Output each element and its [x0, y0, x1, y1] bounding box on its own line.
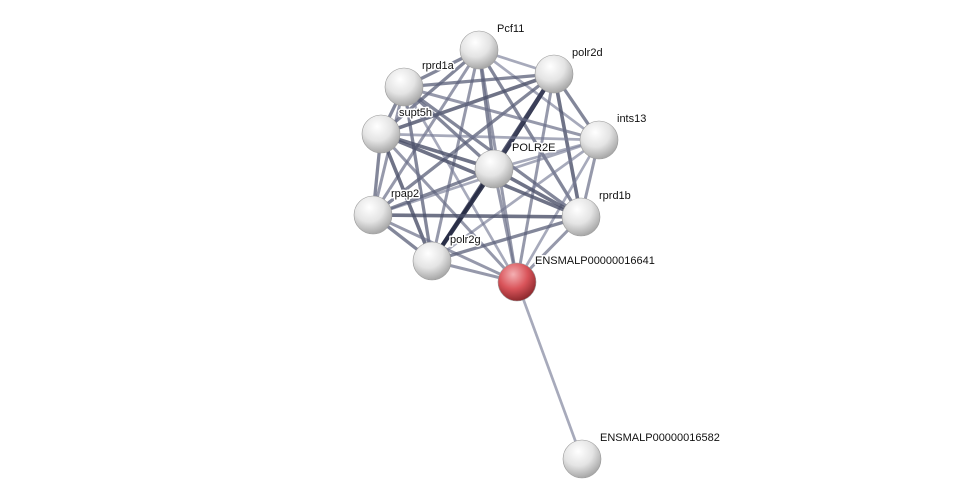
edge-supt5h-polr2e[interactable] — [380, 132, 495, 171]
node-label: ints13 — [617, 113, 646, 125]
node-label: ENSMALP00000016582 — [600, 432, 720, 444]
edge-rprd1a-q641[interactable] — [402, 86, 519, 283]
node-supt5h[interactable]: supt5h — [361, 106, 434, 154]
node-q641[interactable]: ENSMALP00000016641 — [497, 254, 656, 302]
node-sphere[interactable] — [534, 54, 574, 94]
node-rpap2[interactable]: rpap2 — [353, 187, 421, 235]
node-q582[interactable]: ENSMALP00000016582 — [562, 431, 721, 479]
node-label: polr2d — [572, 47, 603, 59]
node-rprd1b[interactable]: rprd1b — [561, 189, 632, 237]
node-sphere[interactable] — [353, 195, 393, 235]
node-label: supt5h — [399, 107, 432, 119]
edge-ints13-supt5h[interactable] — [380, 132, 600, 142]
edge-pcf11-rpap2[interactable] — [371, 49, 481, 216]
node-sphere[interactable] — [474, 149, 514, 189]
node-label: rpap2 — [391, 188, 419, 200]
node-sphere[interactable] — [412, 241, 452, 281]
node-label: POLR2E — [512, 142, 555, 154]
node-label: polr2g — [450, 234, 481, 246]
edge-rpap2-rprd1b[interactable] — [372, 213, 582, 219]
node-sphere[interactable] — [561, 197, 601, 237]
node-sphere[interactable] — [384, 67, 424, 107]
edge-polr2e-rpap2[interactable] — [372, 167, 495, 217]
edge-ints13-polr2g[interactable] — [431, 138, 600, 263]
edge-q641-q582[interactable] — [515, 281, 584, 460]
node-sphere[interactable] — [562, 439, 602, 479]
node-polr2e[interactable]: POLR2E — [474, 141, 557, 189]
node-label: Pcf11 — [497, 23, 524, 35]
node-label: rprd1b — [599, 190, 631, 202]
node-sphere[interactable] — [459, 30, 499, 70]
node-ints13[interactable]: ints13 — [579, 112, 648, 160]
node-pcf11[interactable]: Pcf11 — [459, 22, 526, 70]
edge-polr2d-rprd1a[interactable] — [403, 72, 555, 89]
edge-ints13-q641[interactable] — [515, 139, 601, 283]
edge-supt5h-q641[interactable] — [379, 132, 519, 284]
edge-rprd1b-polr2g[interactable] — [431, 215, 582, 263]
node-polr2d[interactable]: polr2d — [534, 46, 604, 94]
node-sphere[interactable] — [361, 114, 401, 154]
node-polr2g[interactable]: polr2g — [412, 233, 482, 281]
edge-rprd1a-ints13[interactable] — [403, 85, 600, 142]
node-label: rprd1a — [422, 60, 455, 72]
node-sphere[interactable] — [497, 262, 537, 302]
edge-polr2d-q641[interactable] — [515, 73, 556, 283]
node-rprd1a[interactable]: rprd1a — [384, 59, 456, 107]
node-sphere[interactable] — [579, 120, 619, 160]
edge-polr2d-rprd1b[interactable] — [552, 73, 583, 218]
node-label: ENSMALP00000016641 — [535, 255, 655, 267]
edge-rprd1a-polr2e[interactable] — [402, 85, 496, 171]
